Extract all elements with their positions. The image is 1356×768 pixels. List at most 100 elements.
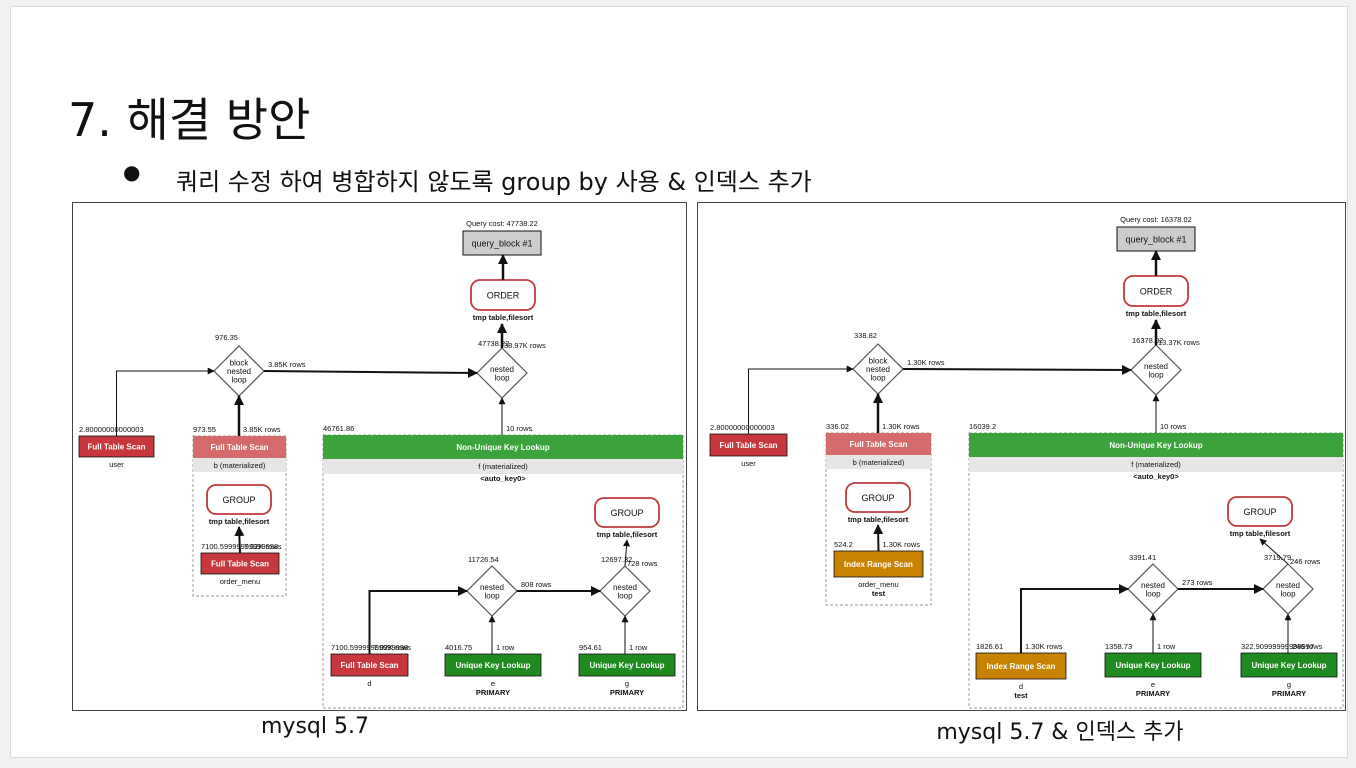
edge-d-to-loop1 <box>1020 584 1129 653</box>
inner-b-scan-table: order_menu <box>220 577 260 586</box>
query-cost: Query cost: 16378.02 <box>1120 215 1192 224</box>
block-nested-loop-text: block <box>869 357 889 366</box>
table-g-label: Unique Key Lookup <box>1251 661 1326 670</box>
block-loop-cost: 338.82 <box>854 331 877 340</box>
derived-b-name: b (materialized) <box>853 458 905 467</box>
derived-b-name-band <box>193 458 286 472</box>
table-e-label: Unique Key Lookup <box>455 661 530 670</box>
derived-f-cost: 46761.86 <box>323 424 354 433</box>
derived-f-name: f (materialized) <box>1131 460 1181 469</box>
table-g-key: PRIMARY <box>1272 689 1306 698</box>
derived-b-rows: 3.85K rows <box>243 425 281 434</box>
caption-mysql57-index: mysql 5.7 & 인덱스 추가 <box>936 720 1184 745</box>
block-nested-loop-text: block <box>230 359 250 368</box>
derived-b-header <box>826 433 931 455</box>
block-loop-rows: 3.85K rows <box>268 360 306 369</box>
user-scan-label: Full Table Scan <box>87 443 145 452</box>
table-e-table: e <box>1151 680 1155 689</box>
table-e-key: PRIMARY <box>1136 689 1170 698</box>
derived-f-header-label: Non-Unique Key Lookup <box>456 443 549 452</box>
table-e-rows: 1 row <box>1157 642 1176 651</box>
table-g-box <box>578 653 676 677</box>
derived-f-name-band <box>969 457 1343 472</box>
group-b-node-sub: tmp table,filesort <box>848 515 909 524</box>
group-b-node-box <box>845 482 911 513</box>
order-node-sub: tmp table,filesort <box>473 313 534 322</box>
diagram-svg-1: Query cost: 16378.02 query_block #1 ORDER t… <box>709 215 1344 709</box>
table-d-table: d <box>367 679 371 688</box>
table-d-label: Full Table Scan <box>340 661 398 670</box>
derived-b-name: b (materialized) <box>214 461 266 470</box>
table-d-rows: 1.30K rows <box>1025 642 1063 651</box>
table-d-box <box>975 652 1067 680</box>
derived-f-key: <auto_key0> <box>480 474 526 483</box>
group-f-node-label: GROUP <box>1243 507 1276 517</box>
edge-innerb-to-group <box>873 524 884 552</box>
top-loop-cost: 16378.02 <box>1132 336 1163 345</box>
edge-user-to-block <box>116 367 215 436</box>
table-e-box <box>444 653 542 677</box>
table-d-table: d <box>1019 682 1023 691</box>
user-scan-label: Full Table Scan <box>719 441 777 450</box>
block-nested-loop-text: loop <box>231 376 247 385</box>
group-b-node-sub: tmp table,filesort <box>209 517 270 526</box>
group-b-node-box <box>206 484 272 515</box>
inner-b-rows: 1.30K rows <box>883 540 921 549</box>
user-scan-cost: 2.80000000000003 <box>710 423 775 432</box>
user-scan-cost: 2.80000000000003 <box>79 425 144 434</box>
table-g-box <box>1240 652 1338 678</box>
table-d-key: test <box>1014 691 1028 700</box>
derived-b-rows: 1.30K rows <box>882 422 920 431</box>
group-f-node-box <box>1227 496 1293 527</box>
top-loop-rows: 38.97K rows <box>504 341 546 350</box>
top-nested-loop-text: loop <box>494 373 510 382</box>
order-node-label: ORDER <box>1140 287 1173 297</box>
top-nested-loop-text: nested <box>490 365 514 374</box>
top-nested-loop-text: loop <box>1148 370 1164 379</box>
block-nested-loop-text: nested <box>866 365 890 374</box>
inner-b-scan-table: order_menu <box>858 580 898 589</box>
user-scan-table: user <box>741 459 756 468</box>
group-b-node-label: GROUP <box>222 495 255 505</box>
table-e-cost: 1358.73 <box>1105 642 1132 651</box>
block-nested-loop-text: nested <box>227 367 251 376</box>
bullet-text: 쿼리 수정 하여 병합하지 않도록 group by 사용 & 인덱스 추가 <box>176 168 812 196</box>
edge-innerb-to-group <box>234 526 245 554</box>
block-loop-cost: 976.35 <box>215 333 238 342</box>
group-b-node-label: GROUP <box>861 493 894 503</box>
user-scan-table: user <box>109 460 124 469</box>
top-nested-loop-text: nested <box>1144 362 1168 371</box>
table-e-key: PRIMARY <box>476 688 510 697</box>
group-b-node: GROUP tmp table,filesort <box>206 484 272 526</box>
caption-mysql57: mysql 5.7 <box>261 714 369 739</box>
order-node-sub: tmp table,filesort <box>1126 309 1187 318</box>
derived-b-cost: 336.02 <box>826 422 849 431</box>
query-block-label: query_block #1 <box>1125 235 1186 245</box>
table-e-rows: 1 row <box>496 643 515 652</box>
order-node: ORDER tmp table,filesort <box>1123 275 1189 318</box>
edge-loop2-to-group <box>1259 538 1289 565</box>
query-block-label: query_block #1 <box>471 239 532 249</box>
loop1-cost: 11726.54 <box>468 555 499 564</box>
derived-b-name-band <box>826 455 931 469</box>
group-f-node-sub: tmp table,filesort <box>597 530 658 539</box>
table-e-cost: 4016.75 <box>445 643 472 652</box>
derived-f-name: f (materialized) <box>478 462 528 471</box>
derived-f-header-label: Non-Unique Key Lookup <box>1109 441 1202 450</box>
edge-d-to-loop1 <box>368 586 468 654</box>
inner-b-cost: 524.2 <box>834 540 853 549</box>
